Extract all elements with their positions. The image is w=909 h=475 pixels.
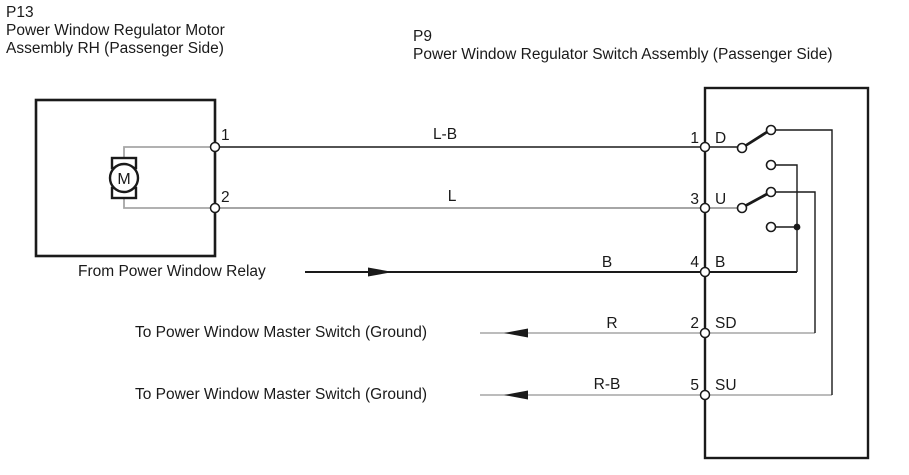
switch-contact-U <box>736 186 777 233</box>
wire-R-B-label: R-B <box>594 376 621 393</box>
pivot-contact-U <box>736 202 748 214</box>
terminal-motor-2 <box>209 202 221 214</box>
wire-L-B: L-B <box>215 126 740 148</box>
motor-connector-code: P13 <box>6 4 34 21</box>
motor-icon: M <box>108 156 140 200</box>
motor-pin-1: 1 <box>221 127 230 144</box>
motor-internal-wire-top <box>123 146 215 158</box>
switch-contact-D <box>736 124 777 171</box>
switch-pin-3: 3 <box>690 191 699 208</box>
route-D-bottom-to-B <box>776 164 798 272</box>
arrow-left-icon <box>504 390 528 400</box>
wire-R: R <box>480 315 815 338</box>
wire-R-label: R <box>606 315 617 332</box>
annotation-to-master-ground-1: To Power Window Master Switch (Ground) <box>135 324 428 341</box>
route-U-top-to-SD <box>776 191 816 333</box>
terminal-switch-1-D <box>699 141 711 153</box>
switch-pin-5: 5 <box>690 377 699 394</box>
terminal-switch-3-U <box>699 202 711 214</box>
terminal-motor-1 <box>209 141 221 153</box>
terminal-switch-2-SD <box>699 327 711 339</box>
switch-terminal-label-B: B <box>715 254 725 271</box>
wire-L-label: L <box>448 188 457 205</box>
switch-pin-4: 4 <box>690 254 699 271</box>
motor-circle <box>108 162 140 194</box>
motor-connector-name-line2: Assembly RH (Passenger Side) <box>6 40 224 57</box>
annotation-to-master-ground-2: To Power Window Master Switch (Ground) <box>135 386 428 403</box>
throw-contact-U-bottom <box>765 221 777 233</box>
wire-L: L <box>215 188 740 209</box>
wire-L-B-label: L-B <box>433 126 457 143</box>
throw-contact-D-top <box>765 124 777 136</box>
motor-box-outline <box>34 98 217 258</box>
switch-pin-1: 1 <box>690 130 699 147</box>
arrow-left-icon <box>504 328 528 338</box>
junction-dot <box>793 223 801 231</box>
terminal-switch-4-B <box>699 266 711 278</box>
throw-contact-D-bottom <box>765 159 777 171</box>
route-D-top-to-SU <box>776 129 833 395</box>
switch-terminal-label-U: U <box>715 191 726 208</box>
switch-connector-code: P9 <box>413 28 432 45</box>
throw-contact-U-top <box>765 186 777 198</box>
switch-terminal-label-D: D <box>715 130 726 147</box>
switch-connector-box: 1 3 4 2 5 D U B SD SU <box>690 86 870 460</box>
wire-B-label: B <box>602 254 612 271</box>
motor-connector-box: M 1 2 <box>34 98 230 258</box>
motor-letter: M <box>117 171 130 188</box>
motor-pin-2: 2 <box>221 189 230 206</box>
pivot-contact-D <box>736 142 748 154</box>
arrow-right-icon <box>368 267 393 277</box>
wire-B: B <box>305 254 797 277</box>
switch-terminal-label-SD: SD <box>715 315 737 332</box>
switch-blade-D <box>744 130 768 148</box>
motor-connector-header: P13 Power Window Regulator Motor Assembl… <box>6 4 225 58</box>
switch-blade-U <box>744 192 768 208</box>
wire-R-B: R-B <box>480 376 832 400</box>
motor-connector-name-line1: Power Window Regulator Motor <box>6 22 225 39</box>
switch-terminal-label-SU: SU <box>715 377 737 394</box>
switch-pin-2: 2 <box>690 315 699 332</box>
switch-connector-header: P9 Power Window Regulator Switch Assembl… <box>413 28 833 64</box>
annotation-from-relay: From Power Window Relay <box>78 263 266 280</box>
switch-connector-name: Power Window Regulator Switch Assembly (… <box>413 46 833 63</box>
motor-internal-wire-bottom <box>123 198 215 209</box>
terminal-switch-5-SU <box>699 389 711 401</box>
